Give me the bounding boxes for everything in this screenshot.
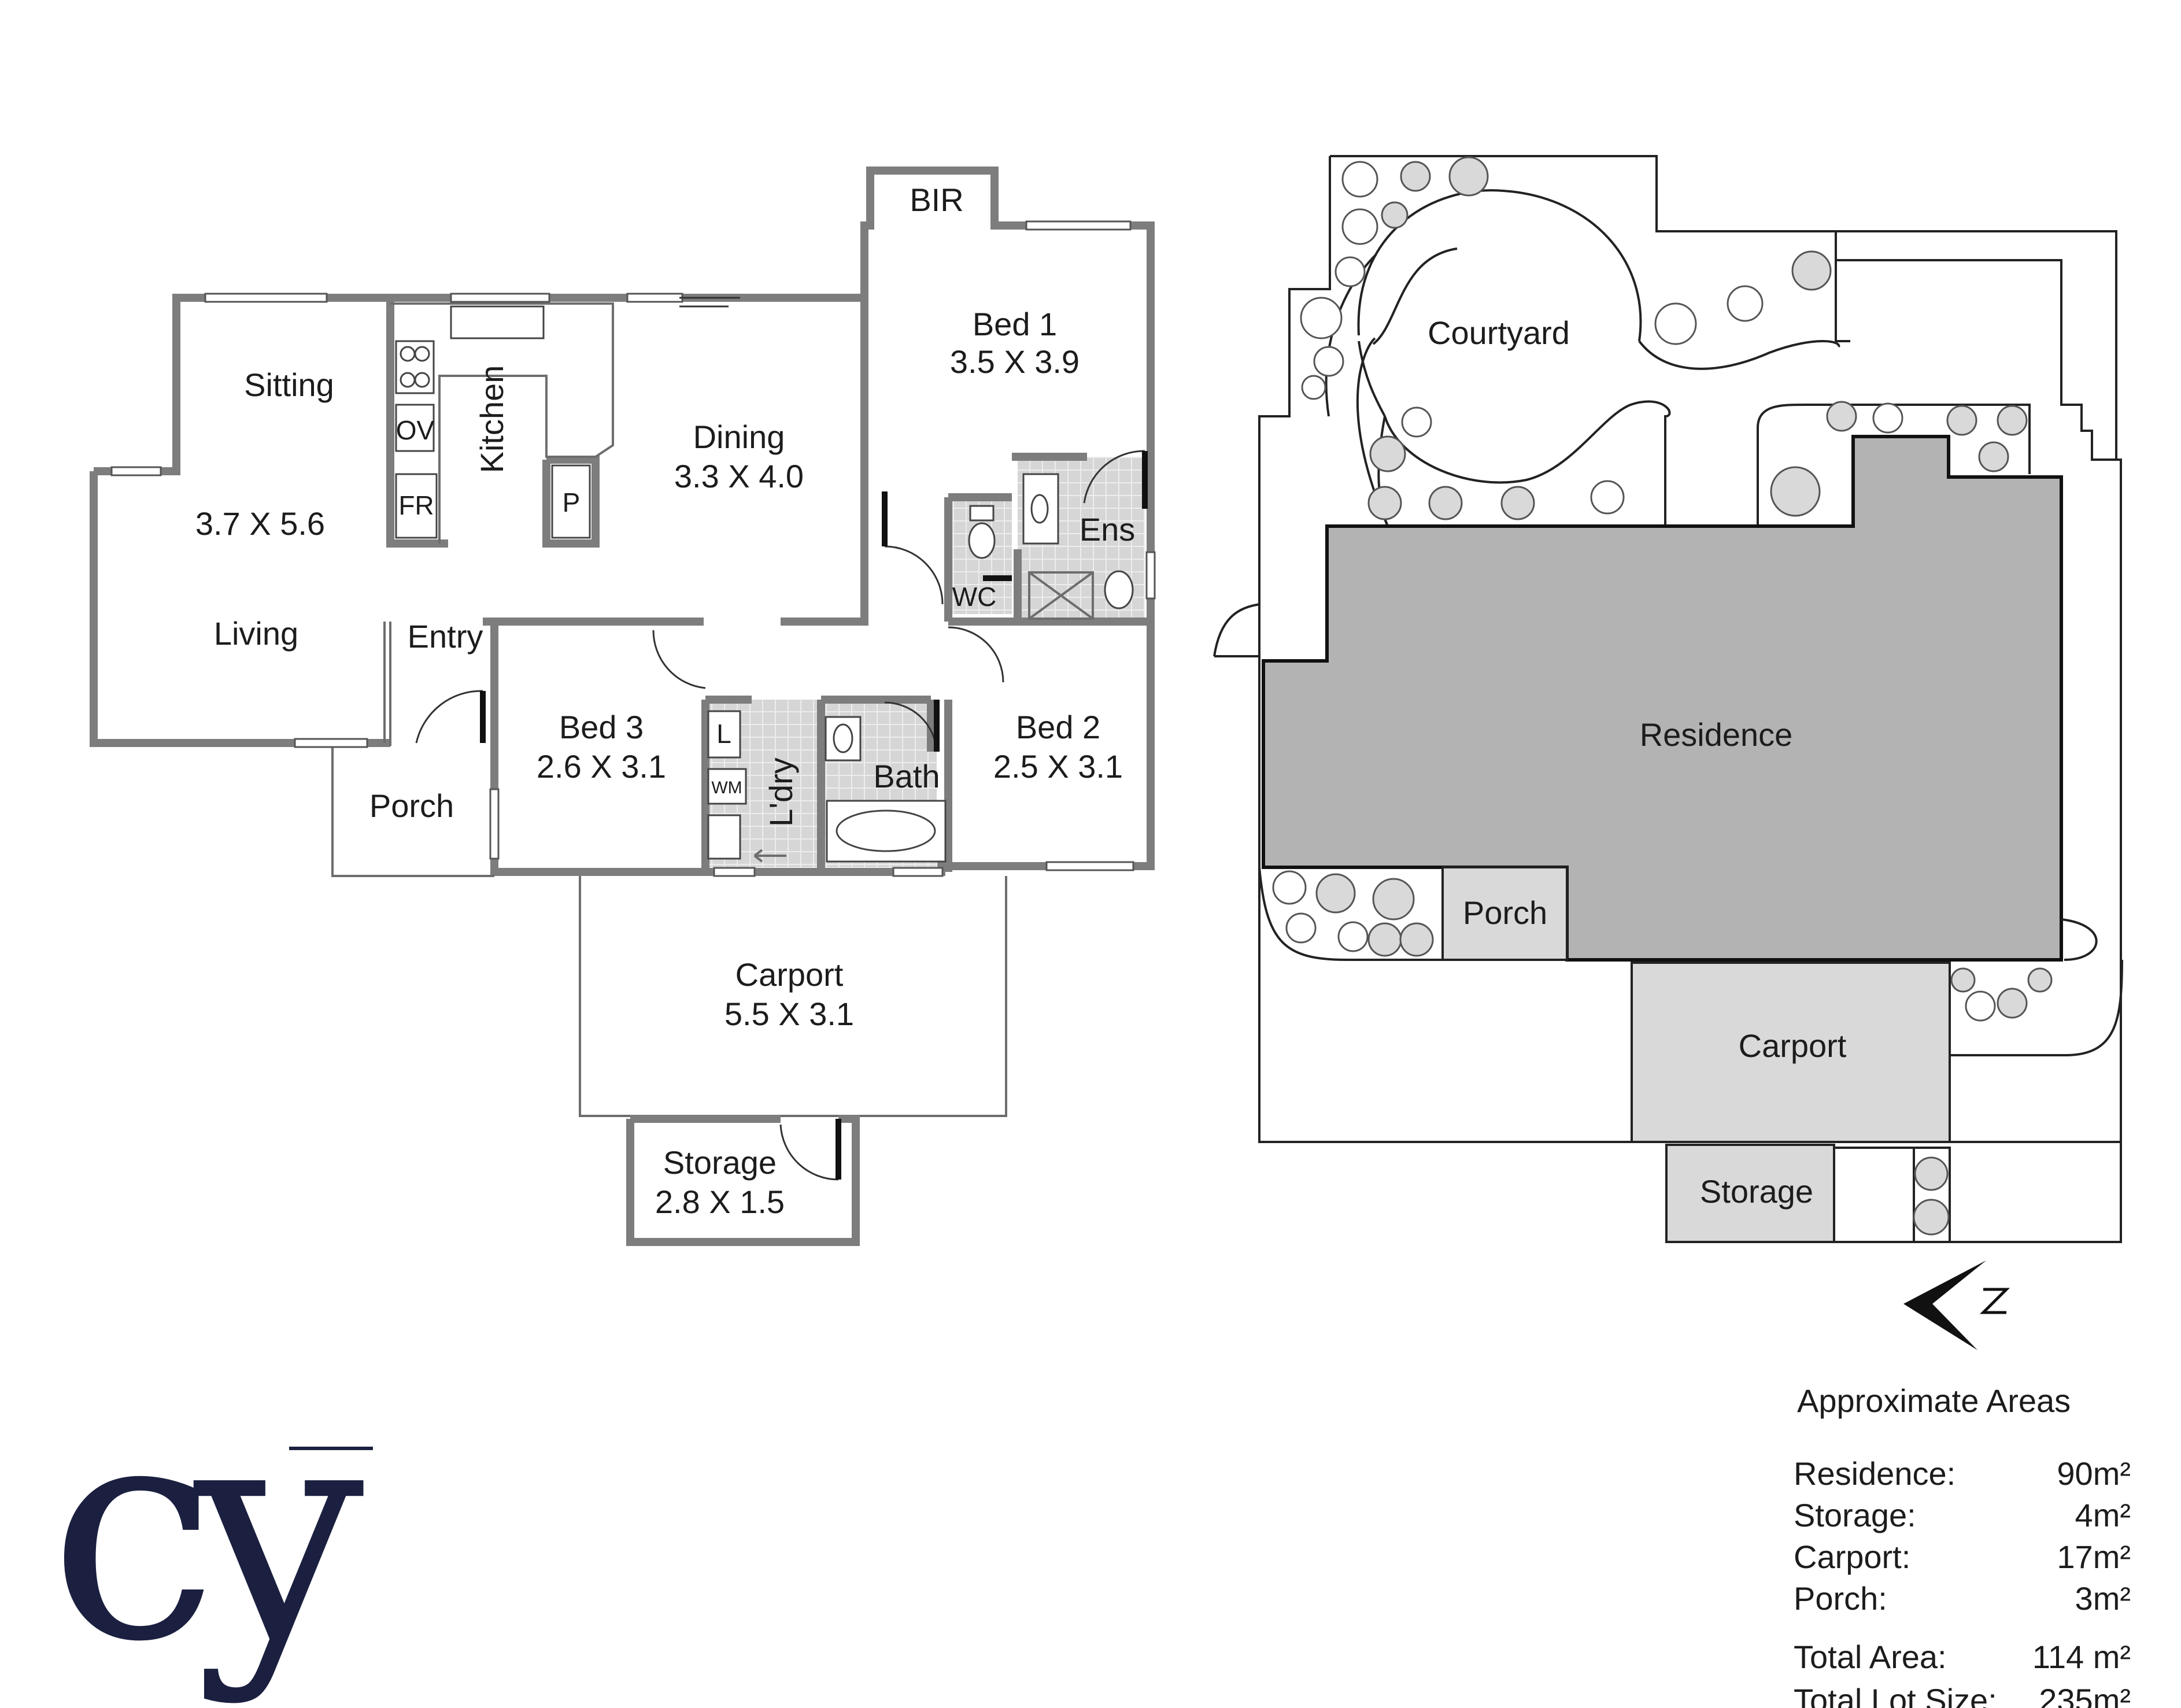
site-label-courtyard: Courtyard [1428, 315, 1570, 351]
room-label-sitting: Sitting [244, 367, 334, 403]
room-label-living: Living [214, 615, 298, 652]
room-label-dining: Dining [693, 419, 785, 455]
areas-value-porch: 3m² [2075, 1580, 2131, 1617]
areas-label-carport: Carport: [1794, 1539, 1910, 1575]
room-label-bir: BIR [910, 182, 963, 218]
room-label-bed1: Bed 1 [973, 306, 1057, 342]
storage-walls [626, 1115, 860, 1246]
pantry-icon [551, 464, 591, 539]
logo-mark: cy [49, 1357, 364, 1707]
areas-label-total-area: Total Area: [1794, 1639, 1947, 1675]
room-dims-living: 3.7 X 5.6 [195, 505, 325, 542]
room-label-wc: WC [952, 582, 997, 612]
site-plan: Courtyard Residence Porch Carport Storag… [1213, 155, 2123, 1350]
kitchen-bench [390, 302, 614, 544]
approximate-areas: Approximate Areas Residence: 90m² Storag… [1794, 1382, 2131, 1708]
floor-plan: BIR Bed 1 3.5 X 3.9 Sitting 3.7 X 5.6 Li… [90, 167, 1156, 1246]
site-porch [1441, 866, 1568, 961]
room-label-kitchen: Kitchen [474, 365, 510, 474]
sink-icon [450, 305, 545, 339]
areas-value-total-lot: 235m² [2039, 1682, 2131, 1708]
room-label-bed3: Bed 3 [559, 709, 644, 745]
site-label-porch: Porch [1463, 894, 1547, 931]
washing-machine-icon [707, 768, 747, 805]
windows [110, 220, 1156, 877]
site-carport [1631, 962, 1951, 1143]
areas-heading: Approximate Areas [1797, 1382, 2071, 1419]
fixture-label-pantry: P [563, 487, 581, 517]
areas-value-total-area: 114 m² [2032, 1639, 2131, 1675]
courtyard-lawn [1357, 189, 1642, 417]
areas-label-storage: Storage: [1794, 1497, 1916, 1533]
room-dims-bed2: 2.5 X 3.1 [993, 748, 1123, 785]
areas-label-total-lot: Total Lot Size: [1794, 1682, 1997, 1708]
room-label-carport: Carport [735, 956, 844, 993]
agency-logo: cy [49, 1357, 387, 1707]
toilet-icon [1104, 570, 1134, 609]
room-label-entry: Entry [408, 618, 483, 655]
site-label-carport: Carport [1739, 1027, 1847, 1064]
room-dims-bed3: 2.6 X 3.1 [537, 748, 666, 785]
room-label-ensuite: Ens [1080, 511, 1136, 548]
room-label-bed2: Bed 2 [1016, 709, 1100, 745]
room-label-bath: Bath [873, 758, 940, 794]
laundry-trough-icon [707, 814, 741, 860]
site-storage [1665, 1144, 1835, 1243]
gate-icon [1213, 603, 1261, 657]
areas-label-residence: Residence: [1794, 1455, 1955, 1492]
doors [415, 297, 1148, 1181]
room-label-porch: Porch [369, 788, 454, 824]
shower-icon [1028, 571, 1094, 620]
fixture-label-oven: OV [396, 415, 435, 445]
areas-value-storage: 4m² [2075, 1497, 2131, 1533]
fixture-label-fridge: FR [398, 490, 434, 520]
entry-jamb [383, 622, 391, 746]
room-dims-bed1: 3.5 X 3.9 [950, 343, 1080, 380]
porch-outline [331, 746, 494, 877]
site-label-storage: Storage [1700, 1173, 1813, 1210]
fixture-label-linen: L [716, 719, 731, 749]
kitchen-fixtures [395, 305, 1134, 863]
lot-boundary [1258, 155, 2122, 1243]
linen-icon [707, 710, 741, 759]
room-label-laundry: L'dry [763, 757, 799, 827]
oven-icon [395, 404, 435, 452]
north-arrow-icon [1903, 1260, 2010, 1350]
areas-label-porch: Porch: [1794, 1580, 1887, 1617]
room-label-storage: Storage [663, 1144, 777, 1181]
carport-outline [579, 876, 1007, 1117]
residence-footprint [1262, 435, 2063, 962]
fixture-label-washing-machine: WM [711, 778, 742, 797]
room-dims-dining: 3.3 X 4.0 [674, 458, 804, 494]
fridge-icon [395, 473, 438, 539]
areas-value-carport: 17m² [2057, 1539, 2131, 1575]
room-dims-storage: 2.8 X 1.5 [655, 1184, 785, 1220]
toilet-icon [968, 522, 996, 559]
interior-walls [386, 298, 1151, 872]
courtyard-boundary [1325, 231, 1850, 527]
room-dims-carport: 5.5 X 3.1 [724, 996, 854, 1032]
site-label-residence: Residence [1640, 716, 1793, 753]
areas-value-residence: 90m² [2057, 1455, 2131, 1492]
landscape-trees [1272, 156, 2053, 1236]
